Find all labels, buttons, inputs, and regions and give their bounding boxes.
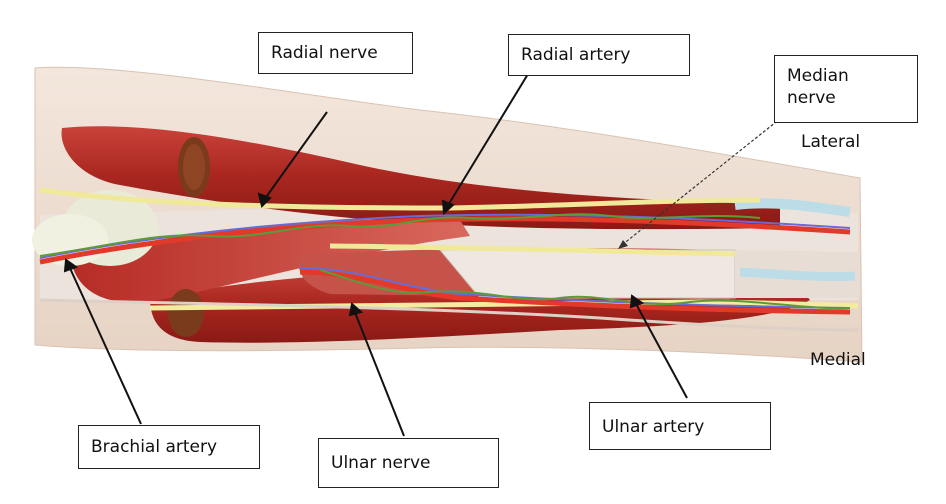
ulnar-nerve-label: Ulnar nerve [318, 438, 499, 488]
median-nerve-label: Median nerve [774, 55, 918, 123]
ulnar-artery-label: Ulnar artery [589, 402, 771, 450]
medial-label: Medial [810, 350, 866, 370]
tendon-slab [438, 249, 736, 299]
median-nerve-text-line1: Median [787, 66, 849, 86]
ulnar-nerve-text: Ulnar nerve [331, 453, 431, 473]
brachial-artery-text: Brachial artery [91, 437, 218, 457]
radial-nerve-text: Radial nerve [271, 43, 378, 63]
radial-nerve-label: Radial nerve [258, 32, 413, 74]
cut-muscle-end-lower [168, 289, 204, 337]
radial-nerve [39, 187, 761, 211]
radial-artery-text: Radial artery [521, 45, 631, 65]
median-nerve-text-line2: nerve [787, 88, 836, 108]
median-nerve [329, 243, 736, 257]
ulnar-artery-text: Ulnar artery [602, 417, 705, 437]
radial-artery-label: Radial artery [508, 34, 690, 76]
ulnar-artery [299, 269, 851, 315]
lateral-label: Lateral [801, 132, 861, 152]
brachial-artery-label: Brachial artery [78, 425, 260, 469]
